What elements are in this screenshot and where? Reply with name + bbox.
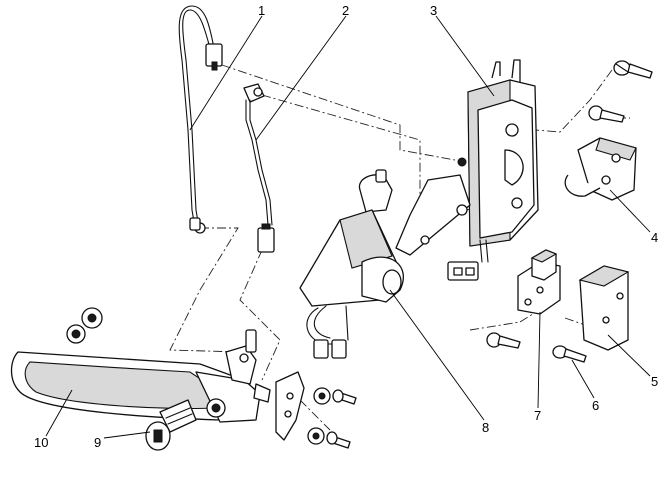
- part-4-striker: [564, 137, 637, 201]
- callout-8: 8: [482, 420, 489, 435]
- callout-4: 4: [651, 230, 658, 245]
- part-9-lock-cylinder: [145, 399, 197, 451]
- callout-leader-lines: [45, 15, 651, 439]
- part-2-operating-rod: [243, 83, 275, 253]
- callout-5: 5: [651, 374, 658, 389]
- striker-screw-bottom: [588, 105, 625, 123]
- callout-7: 7: [534, 408, 541, 423]
- striker-screw-top: [613, 60, 653, 79]
- bracket-bolt: [486, 332, 521, 349]
- part-7-bracket: [517, 249, 561, 315]
- handle-mount-bracket: [275, 371, 305, 441]
- callout-labels: 1 2 3 4 5 6 7 8 9 10: [34, 3, 658, 450]
- toothed-washer-lower: [307, 427, 351, 449]
- callout-9: 9: [94, 435, 101, 450]
- part-8-locking-actuator: [299, 169, 404, 359]
- part-1-cable-assembly: [178, 5, 223, 234]
- part-6-screw: [552, 345, 587, 363]
- toothed-washer-upper: [313, 387, 357, 405]
- nut-and-washer: [66, 307, 103, 344]
- part-10-exterior-handle: [10, 329, 271, 423]
- callout-1: 1: [258, 3, 265, 18]
- callout-10: 10: [34, 435, 48, 450]
- callout-3: 3: [430, 3, 437, 18]
- part-3-door-lock-body: [395, 59, 539, 281]
- part-5-mounting-plate: [578, 265, 630, 351]
- callout-2: 2: [342, 3, 349, 18]
- callout-6: 6: [592, 398, 599, 413]
